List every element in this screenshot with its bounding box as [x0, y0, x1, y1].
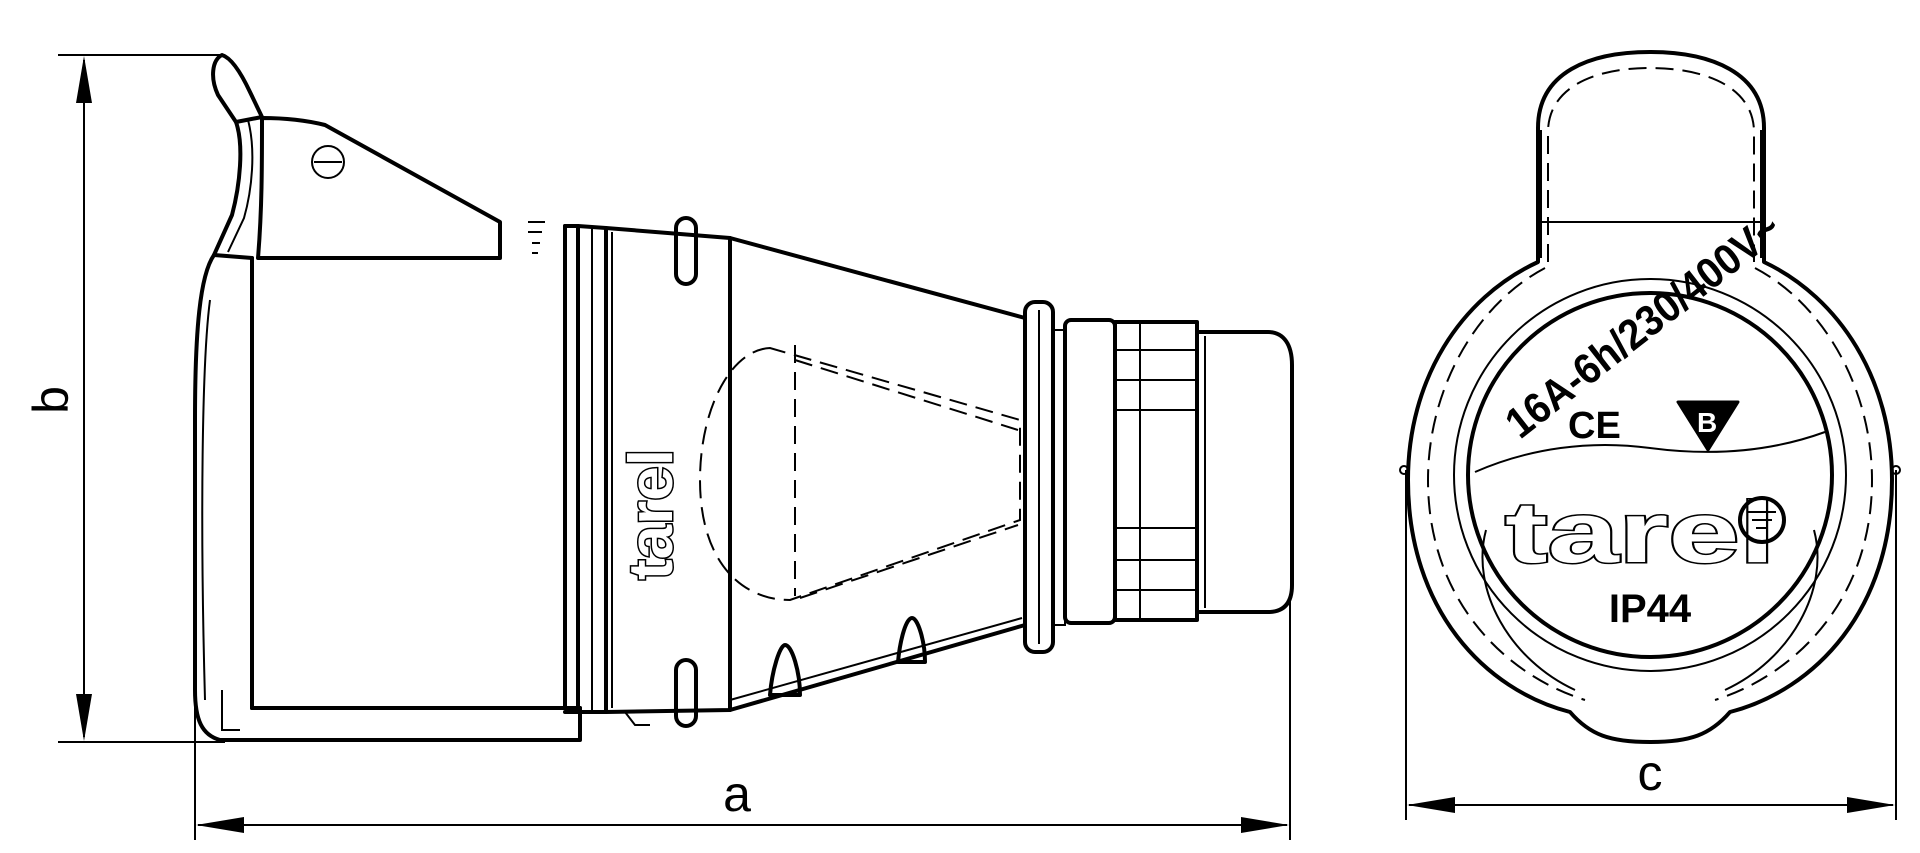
ip-rating: IP44 — [1609, 587, 1692, 631]
side-view: tarel — [193, 53, 1294, 742]
dimension-c: c — [1405, 470, 1897, 820]
side-brand: tarel — [616, 448, 688, 582]
dimension-b: b — [23, 54, 225, 743]
cable-gland-nut — [1063, 318, 1199, 625]
front-face — [1453, 278, 1847, 691]
hinge-screw-icon — [311, 145, 345, 179]
dimension-label-c: c — [1638, 745, 1663, 801]
earth-symbol-icon — [1738, 496, 1786, 544]
lid-lever — [211, 53, 264, 257]
housing-front — [193, 221, 582, 742]
rear-body — [698, 236, 1027, 712]
front-view: 16A-6h/230/400V~ CE B tarel IP44 — [1399, 50, 1901, 744]
front-brand: tarel — [1504, 484, 1786, 583]
lid — [256, 116, 502, 260]
gland-flange — [1023, 300, 1066, 654]
svg-text:B: B — [1697, 407, 1717, 438]
dimension-label-b: b — [23, 386, 79, 414]
ce-mark-icon: CE — [1568, 405, 1621, 447]
collar-rings — [563, 224, 732, 726]
b-approval-mark-icon: B — [1676, 400, 1740, 452]
front-outline — [1399, 50, 1901, 744]
front-brand-text: tarel — [1505, 485, 1775, 581]
side-brand-text: tarel — [617, 449, 686, 580]
cable-end-cap — [1195, 330, 1294, 614]
dimension-label-a: a — [723, 766, 751, 822]
dimension-a: a — [194, 595, 1291, 840]
housing-bumps — [674, 216, 698, 728]
